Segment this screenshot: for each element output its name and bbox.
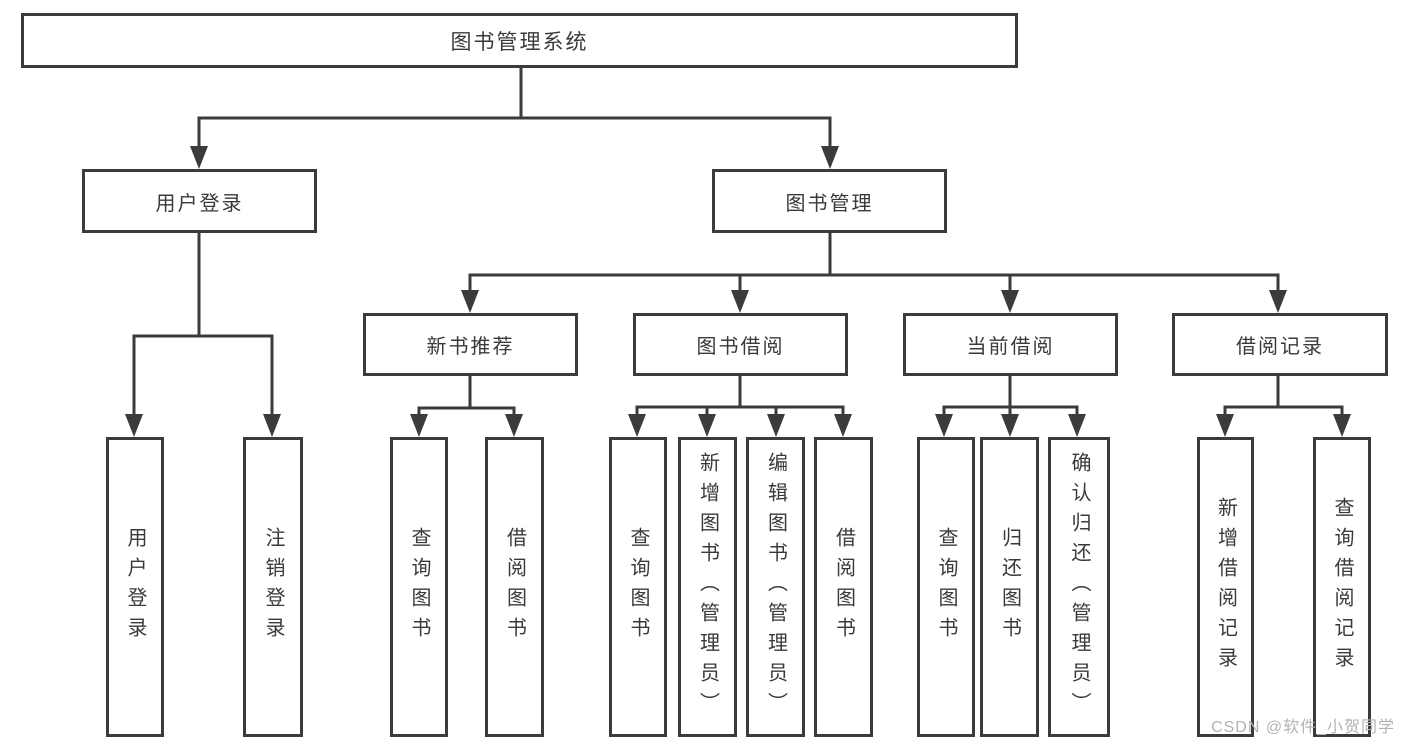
csdn-watermark: CSDN @软件_小贺同学 — [1211, 719, 1395, 736]
leaf-bb-add-books-label: 新增图书（管理员） — [696, 452, 719, 722]
leaf-bb-query-books: 查询图书 — [609, 437, 667, 737]
node-current-borrow: 当前借阅 — [903, 313, 1118, 376]
node-new-book-recommend-label: 新书推荐 — [426, 336, 515, 358]
leaf-cb-return-books-label: 归还图书 — [998, 527, 1021, 647]
node-root-label: 图书管理系统 — [450, 30, 589, 54]
node-book-borrow-label: 图书借阅 — [696, 336, 785, 358]
leaf-nbr-query-books: 查询图书 — [390, 437, 448, 737]
leaf-br-query-record-label: 查询借阅记录 — [1331, 497, 1353, 677]
leaf-logout: 注销登录 — [243, 437, 303, 737]
node-borrow-records-label: 借阅记录 — [1236, 336, 1324, 358]
leaf-br-query-record: 查询借阅记录 — [1313, 437, 1371, 737]
leaf-br-add-record-label: 新增借阅记录 — [1214, 497, 1237, 677]
leaf-br-add-record: 新增借阅记录 — [1197, 437, 1254, 737]
node-book-borrow: 图书借阅 — [633, 313, 848, 376]
leaf-user-login-label: 用户登录 — [124, 527, 146, 647]
leaf-nbr-borrow-books: 借阅图书 — [485, 437, 544, 737]
leaf-bb-borrow-books: 借阅图书 — [814, 437, 873, 737]
leaf-cb-query-books: 查询图书 — [917, 437, 975, 737]
arrowheads — [125, 146, 1351, 437]
leaf-cb-query-books-label: 查询图书 — [935, 527, 957, 647]
node-borrow-records: 借阅记录 — [1172, 313, 1388, 376]
leaf-cb-confirm-return: 确认归还（管理员） — [1048, 437, 1110, 737]
leaf-nbr-borrow-books-label: 借阅图书 — [503, 527, 526, 647]
leaf-bb-borrow-books-label: 借阅图书 — [832, 527, 855, 647]
leaf-bb-query-books-label: 查询图书 — [627, 527, 649, 647]
node-user-login-label: 用户登录 — [155, 192, 244, 215]
leaf-bb-edit-books: 编辑图书（管理员） — [746, 437, 805, 737]
node-book-management-label: 图书管理 — [785, 192, 874, 215]
node-user-login: 用户登录 — [82, 169, 317, 233]
leaf-cb-confirm-return-label: 确认归还（管理员） — [1068, 452, 1090, 722]
node-current-borrow-label: 当前借阅 — [966, 336, 1055, 358]
leaf-bb-add-books: 新增图书（管理员） — [678, 437, 737, 737]
leaf-nbr-query-books-label: 查询图书 — [408, 527, 430, 647]
leaf-cb-return-books: 归还图书 — [980, 437, 1039, 737]
leaf-user-login: 用户登录 — [106, 437, 164, 737]
leaf-logout-label: 注销登录 — [262, 527, 284, 647]
leaf-bb-edit-books-label: 编辑图书（管理员） — [764, 452, 787, 722]
node-book-management: 图书管理 — [712, 169, 947, 233]
node-root: 图书管理系统 — [21, 13, 1018, 68]
node-new-book-recommend: 新书推荐 — [363, 313, 578, 376]
